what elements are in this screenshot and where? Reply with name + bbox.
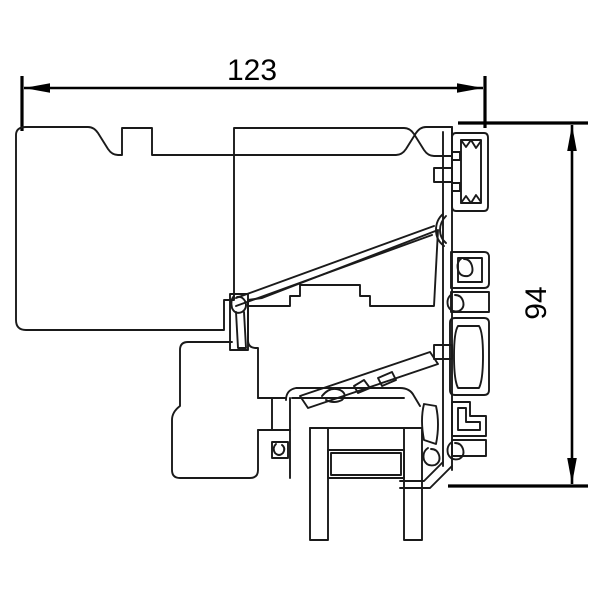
glazing-clip-left [271, 441, 289, 459]
gasket-seal-sash-left-tail [235, 311, 247, 349]
gasket-clip-top [451, 151, 461, 161]
main-gasket-inner [453, 325, 484, 389]
sash-chamber-mid [450, 291, 490, 313]
arrowhead-bottom [567, 458, 577, 484]
lower-chamber-a-inner [457, 407, 481, 431]
rail-texture-1 [321, 387, 346, 403]
arrowhead-top [567, 125, 577, 151]
profile-geometry-group [15, 126, 490, 541]
drainage-hook-inner [439, 215, 447, 244]
dimension-width-123 [20, 76, 487, 131]
gasket-lip-top-b [460, 194, 482, 204]
hook-latch-upper [456, 257, 474, 278]
rail-texture-3 [377, 371, 397, 387]
gasket-seal-top-inner [460, 139, 482, 204]
lower-hook [446, 441, 465, 461]
glass-pane-outer [309, 427, 329, 541]
frame-chamfer-corner-inner [399, 461, 444, 482]
arrowhead-left [24, 83, 50, 93]
glazing-gasket-right-lip [422, 447, 441, 467]
glazing-clip-left-lip [272, 443, 286, 456]
gasket-lip-top-a [460, 139, 482, 149]
thermal-break-web [235, 225, 435, 299]
glazing-spacer-bar [327, 449, 405, 479]
sash-profile [247, 229, 439, 307]
arrowhead-right [457, 83, 483, 93]
glazing-spacer-bar-inner [330, 452, 402, 476]
lower-chamber-a [451, 401, 487, 437]
dimension-label-height: 94 [520, 286, 553, 319]
hardware-tab-mid [433, 344, 453, 360]
dimension-height-94 [448, 121, 588, 488]
glazing-gasket-right [421, 403, 439, 445]
glass-pane-inner [403, 427, 423, 541]
sash-chamber-upper-inner [457, 257, 483, 283]
lower-chamber-b [451, 439, 487, 457]
outer-frame-profile [15, 126, 453, 331]
gasket-seal-sash-left-body [229, 293, 249, 351]
hardware-tab-upper [433, 167, 453, 183]
dimension-label-width: 123 [227, 54, 277, 87]
gasket-clip-top-2 [451, 182, 461, 192]
glazing-support-rail [299, 351, 439, 409]
main-gasket-chamber [449, 317, 490, 396]
gasket-seal-sash-left [230, 295, 247, 314]
gasket-seal-top [451, 132, 489, 212]
sash-profile-outline [171, 307, 273, 479]
rail-texture-2 [353, 379, 371, 394]
hook-latch-mid [446, 293, 465, 313]
glazing-bead [285, 387, 421, 407]
sash-chamber-upper [450, 251, 490, 289]
frame-chamfer-corner [399, 465, 453, 489]
